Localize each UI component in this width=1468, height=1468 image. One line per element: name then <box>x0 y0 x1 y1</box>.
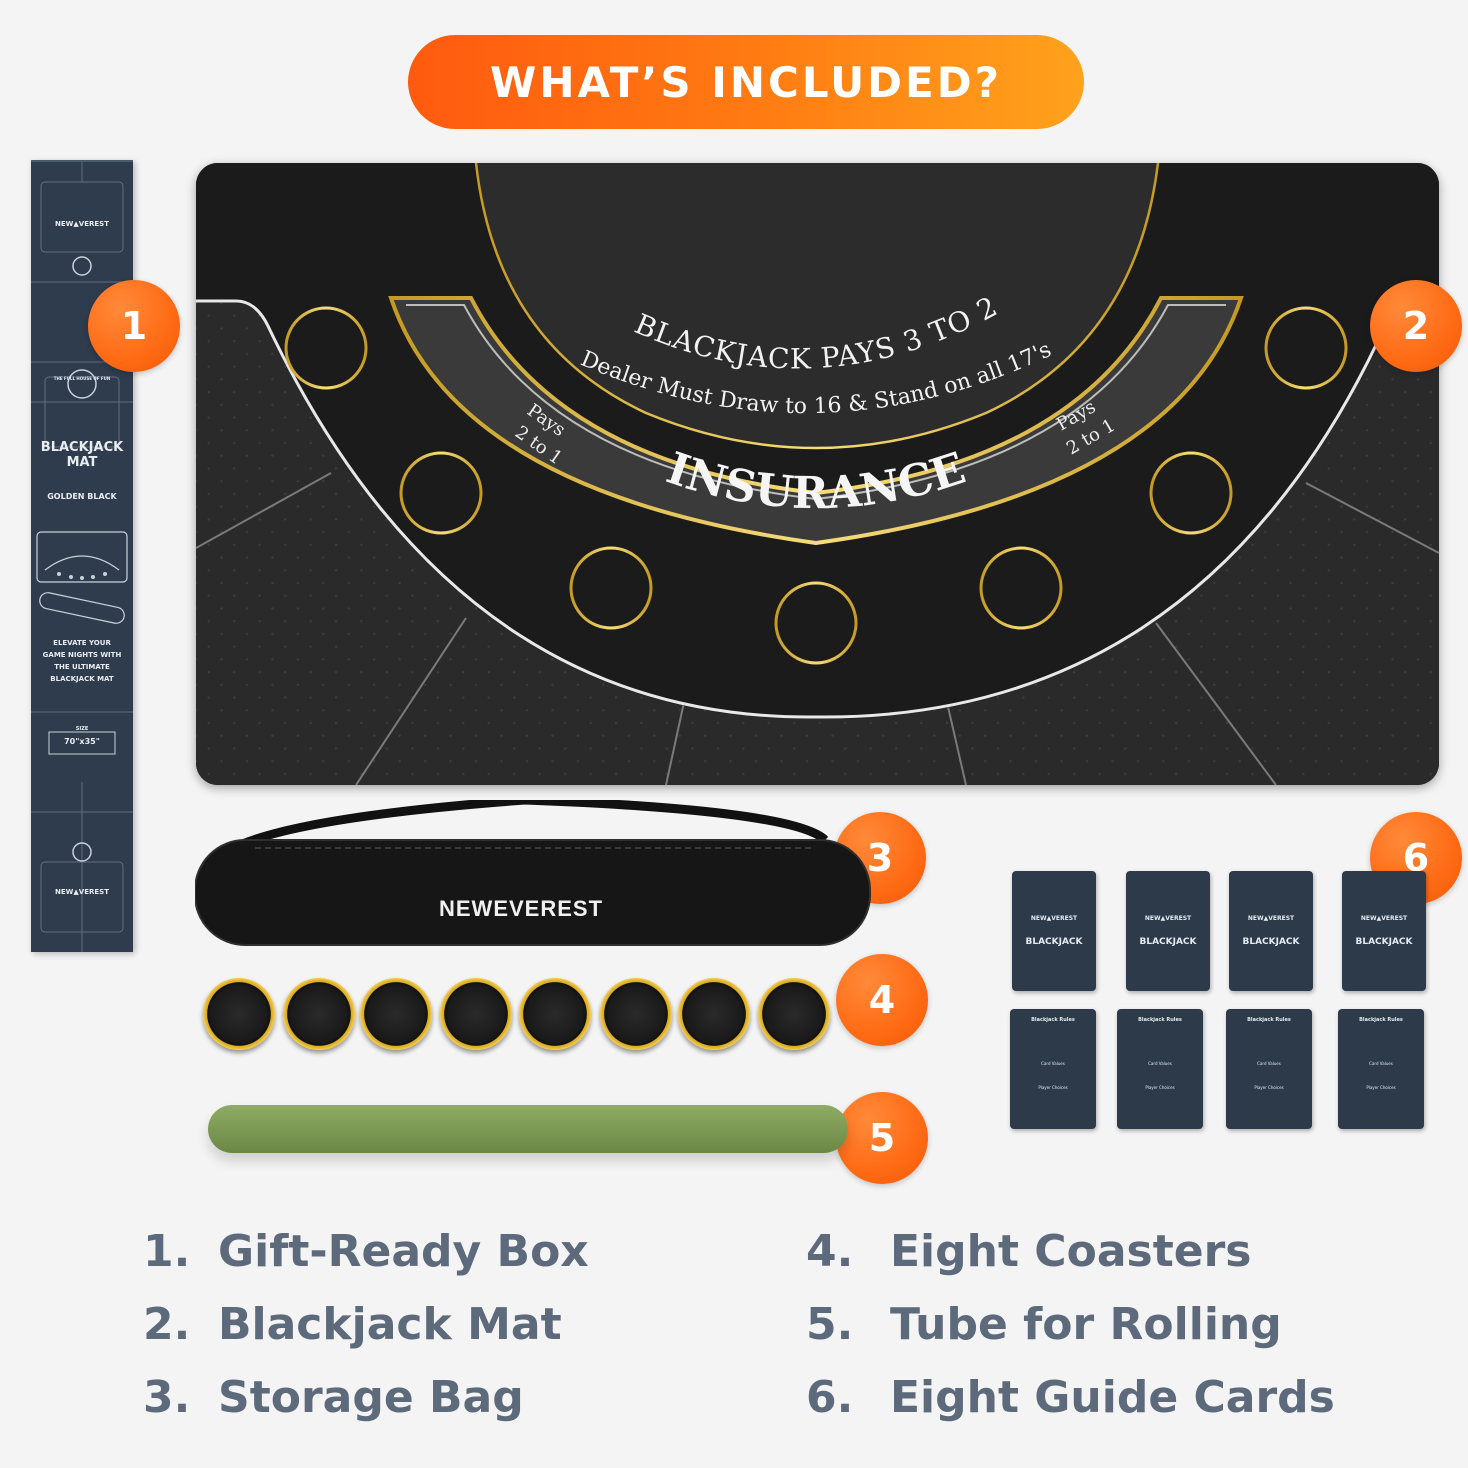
card-brand: NEW▲VEREST <box>1144 915 1192 922</box>
rolling-tube <box>208 1105 848 1153</box>
coaster <box>519 978 591 1050</box>
box-subtitle: GOLDEN BLACK <box>47 492 117 501</box>
card-back-sub2: Player Choices <box>1366 1085 1396 1090</box>
box-brand-top: NEW▲VEREST <box>55 220 109 228</box>
badge-1: 1 <box>88 280 180 372</box>
card-brand: NEW▲VEREST <box>1247 915 1295 922</box>
card-brand: NEW▲VEREST <box>1360 915 1408 922</box>
coaster <box>600 978 672 1050</box>
guide-card-front: NEW▲VEREST BLACKJACK <box>1012 871 1096 991</box>
compass-icon <box>72 256 92 276</box>
item-6-name: Eight Guide Cards <box>890 1372 1335 1423</box>
item-3-name: Storage Bag <box>218 1372 524 1423</box>
coaster <box>678 978 750 1050</box>
box-size-label: SIZE <box>75 726 89 732</box>
item-5-number: 5. <box>806 1299 854 1350</box>
coaster <box>360 978 432 1050</box>
card-label: BLACKJACK <box>1139 937 1197 947</box>
box-promo-2: GAME NIGHTS WITH <box>42 651 122 659</box>
item-4-number: 4. <box>806 1226 854 1277</box>
item-4-name: Eight Coasters <box>890 1226 1252 1277</box>
card-label: BLACKJACK <box>1025 937 1083 947</box>
guide-card-back: Blackjack Rules Card Values Player Choic… <box>1338 1009 1424 1129</box>
box-size-value: 70"x35" <box>64 737 100 746</box>
guide-card-front: NEW▲VEREST BLACKJACK <box>1126 871 1210 991</box>
header-banner: WHAT’S INCLUDED? <box>408 35 1084 129</box>
card-back-sub1: Card Values <box>1148 1061 1172 1066</box>
betting-circles <box>284 306 1348 665</box>
item-6-number: 6. <box>806 1372 854 1423</box>
coaster <box>283 978 355 1050</box>
card-back-sub2: Player Choices <box>1038 1085 1068 1090</box>
item-2-name: Blackjack Mat <box>218 1299 562 1350</box>
box-brand-bottom: NEW▲VEREST <box>55 888 109 896</box>
item-1-number: 1. <box>143 1226 191 1277</box>
blackjack-mat: BLACKJACK PAYS 3 TO 2 Dealer Must Draw t… <box>196 163 1439 785</box>
guide-card-back: Blackjack Rules Card Values Player Choic… <box>1117 1009 1203 1129</box>
box-promo-1: ELEVATE YOUR <box>53 639 111 647</box>
card-brand: NEW▲VEREST <box>1030 915 1078 922</box>
card-label: BLACKJACK <box>1242 937 1300 947</box>
card-back-sub2: Player Choices <box>1145 1085 1175 1090</box>
box-title-1: BLACKJACK <box>40 440 124 455</box>
card-back-sub1: Card Values <box>1041 1061 1065 1066</box>
card-back-sub1: Card Values <box>1369 1061 1393 1066</box>
box-title-2: MAT <box>66 455 98 470</box>
card-back-sub2: Player Choices <box>1254 1085 1284 1090</box>
item-2-number: 2. <box>143 1299 191 1350</box>
coaster <box>203 978 275 1050</box>
box-tagline: THE FULL HOUSE OF FUN <box>53 376 111 381</box>
box-promo-4: BLACKJACK MAT <box>50 675 114 683</box>
storage-bag: NEWEVEREST <box>194 795 875 950</box>
gift-box-pattern <box>31 162 133 952</box>
coaster <box>440 978 512 1050</box>
card-label: BLACKJACK <box>1355 937 1413 947</box>
coaster <box>758 978 830 1050</box>
badge-2: 2 <box>1370 280 1462 372</box>
item-5-name: Tube for Rolling <box>890 1299 1282 1350</box>
guide-card-back: Blackjack Rules Card Values Player Choic… <box>1010 1009 1096 1129</box>
bag-brand: NEWEVEREST <box>439 896 604 921</box>
header-title: WHAT’S INCLUDED? <box>490 57 1002 107</box>
card-back-title: Blackjack Rules <box>1247 1017 1291 1023</box>
guide-card-front: NEW▲VEREST BLACKJACK <box>1229 871 1313 991</box>
badge-5: 5 <box>836 1092 928 1184</box>
item-1-name: Gift-Ready Box <box>218 1226 589 1277</box>
guide-card-front: NEW▲VEREST BLACKJACK <box>1342 871 1426 991</box>
item-3-number: 3. <box>143 1372 191 1423</box>
compass-icon <box>72 842 92 862</box>
bag-artwork <box>194 795 871 946</box>
guide-card-back: Blackjack Rules Card Values Player Choic… <box>1226 1009 1312 1129</box>
card-back-title: Blackjack Rules <box>1031 1017 1075 1023</box>
badge-4: 4 <box>836 954 928 1046</box>
card-back-sub1: Card Values <box>1257 1061 1281 1066</box>
gift-box: NEW▲VEREST THE FULL HOUSE OF FUN BLACKJA… <box>31 160 133 952</box>
box-promo-3: THE ULTIMATE <box>54 663 110 671</box>
mat-artwork: BLACKJACK PAYS 3 TO 2 Dealer Must Draw t… <box>196 163 1439 785</box>
card-back-title: Blackjack Rules <box>1138 1017 1182 1023</box>
card-back-title: Blackjack Rules <box>1359 1017 1403 1023</box>
